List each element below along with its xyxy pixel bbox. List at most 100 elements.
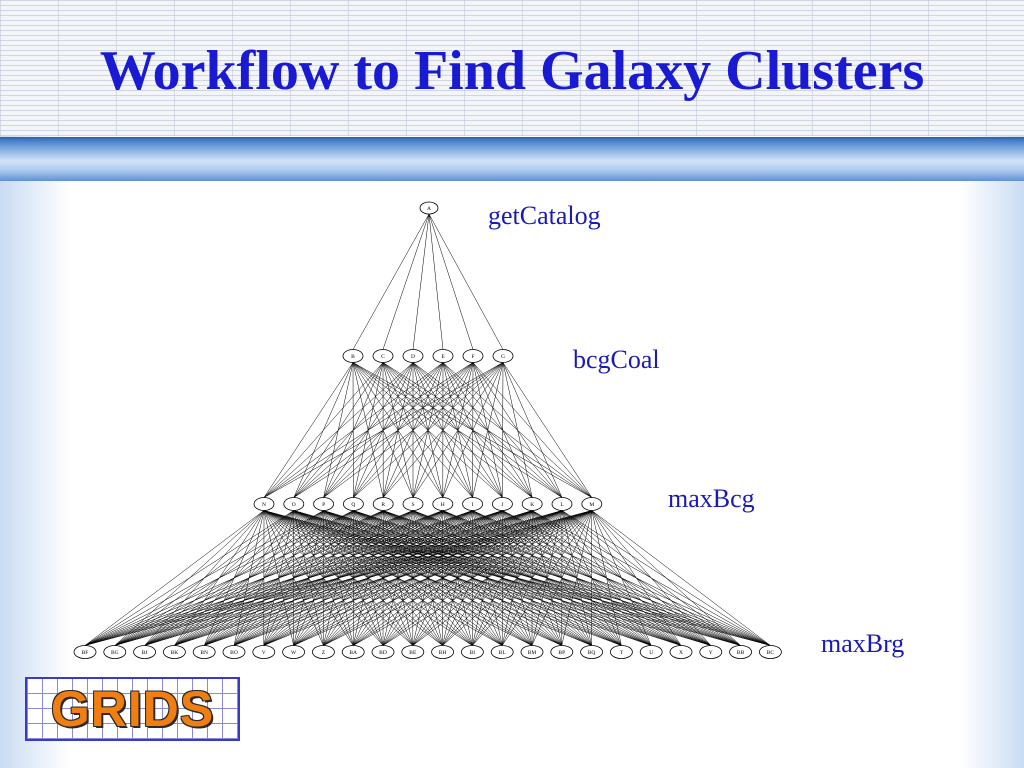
node-shape-O (283, 497, 305, 511)
edge-A-F (428, 213, 474, 350)
header-band (0, 137, 1024, 181)
node-shape-BL (490, 645, 514, 659)
edge-C-N (263, 362, 384, 498)
node-shape-L (551, 497, 573, 511)
node-T: T (610, 645, 633, 659)
edge-Q-BF (84, 510, 354, 646)
edge-G-P (323, 362, 504, 498)
node-Y: Y (699, 645, 723, 659)
edge-M-BE (412, 510, 592, 646)
edge-M-BI (472, 510, 592, 646)
edge-A-C (382, 213, 430, 350)
node-shape-X (669, 645, 693, 659)
node-shape-BQ (580, 645, 603, 659)
edge-N-BF (84, 510, 265, 646)
node-shape-U (639, 645, 663, 659)
edge-M-X (591, 510, 682, 646)
edge-L-BF (84, 510, 563, 646)
node-label-BK: BK (171, 650, 179, 656)
edge-M-BG (114, 510, 592, 646)
edge-A-D (412, 213, 430, 350)
node-shape-K (521, 497, 543, 511)
node-shape-A (419, 201, 439, 215)
node-W: W (282, 645, 306, 659)
node-S: S (402, 497, 424, 511)
node-Q: Q (342, 497, 364, 511)
node-label-BE: BE (409, 650, 417, 656)
node-shape-BA (341, 645, 365, 659)
edge-M-V (263, 510, 592, 646)
edge-G-N (263, 362, 504, 498)
node-label-BP: BP (558, 650, 565, 656)
node-shape-BF (73, 645, 97, 659)
node-shape-BI (460, 645, 484, 659)
edge-A-B (352, 213, 430, 350)
node-F: F (462, 349, 484, 363)
edge-P-BF (84, 510, 324, 646)
logo-text: GRIDS (50, 681, 215, 737)
node-BM: BM (520, 645, 544, 659)
node-label-BG: BG (111, 650, 119, 656)
edge-H-BF (84, 510, 443, 646)
node-shape-BK (162, 645, 186, 659)
node-shape-S (402, 497, 424, 511)
node-BK: BK (162, 645, 186, 659)
edge-J-BF (84, 510, 503, 646)
edge-M-BO (233, 510, 592, 646)
node-label-BJ: BJ (142, 650, 149, 656)
edge-M-W (293, 510, 592, 646)
edge-G-S (412, 362, 504, 498)
edge-B-N (263, 362, 354, 498)
node-A: A (419, 201, 439, 215)
node-J: J (491, 497, 513, 511)
node-B: B (342, 349, 364, 363)
node-label-F: F (471, 354, 474, 360)
node-label-C: C (381, 354, 385, 360)
edge-A-G (428, 213, 504, 350)
node-shape-D (402, 349, 424, 363)
edge-F-N (263, 362, 474, 498)
edge-M-BA (353, 510, 592, 646)
edge-G-J (502, 362, 504, 498)
edge-M-BM (531, 510, 593, 646)
node-label-BI: BI (470, 650, 476, 656)
node-C: C (372, 349, 394, 363)
node-shape-BP (550, 645, 574, 659)
node-label-X: X (679, 650, 683, 656)
node-shape-T (610, 645, 633, 659)
edge-S-BF (84, 510, 414, 646)
edge-D-N (263, 362, 414, 498)
node-label-BF: BF (82, 650, 89, 656)
node-label-Z: Z (322, 650, 326, 656)
node-R: R (372, 497, 394, 511)
node-shape-M (581, 497, 603, 511)
node-label-G: G (501, 354, 505, 360)
node-shape-Y (699, 645, 723, 659)
edge-M-Y (591, 510, 711, 646)
level-label-maxbrg: maxBrg (821, 629, 905, 658)
node-label-BB: BB (737, 650, 745, 656)
node-BP: BP (550, 645, 574, 659)
node-label-I: I (472, 502, 474, 508)
edge-M-BJ (144, 510, 592, 646)
node-label-N: N (262, 502, 266, 508)
node-label-Q: Q (351, 502, 355, 508)
node-shape-B (342, 349, 364, 363)
node-label-BO: BO (230, 650, 238, 656)
node-G: G (492, 349, 514, 363)
node-shape-G (492, 349, 514, 363)
node-shape-W (282, 645, 306, 659)
edge-A-E (428, 213, 444, 350)
node-label-E: E (441, 354, 445, 360)
edge-M-BL (501, 510, 593, 646)
node-BC: BC (759, 645, 782, 659)
node-label-L: L (560, 502, 564, 508)
node-shape-R (372, 497, 394, 511)
edge-G-L (502, 362, 563, 498)
node-BH: BH (431, 645, 455, 659)
node-N: N (253, 497, 275, 511)
node-shape-BH (431, 645, 455, 659)
edge-G-I (472, 362, 504, 498)
node-label-H: H (441, 502, 445, 508)
level-label-getcatalog: getCatalog (488, 201, 601, 230)
